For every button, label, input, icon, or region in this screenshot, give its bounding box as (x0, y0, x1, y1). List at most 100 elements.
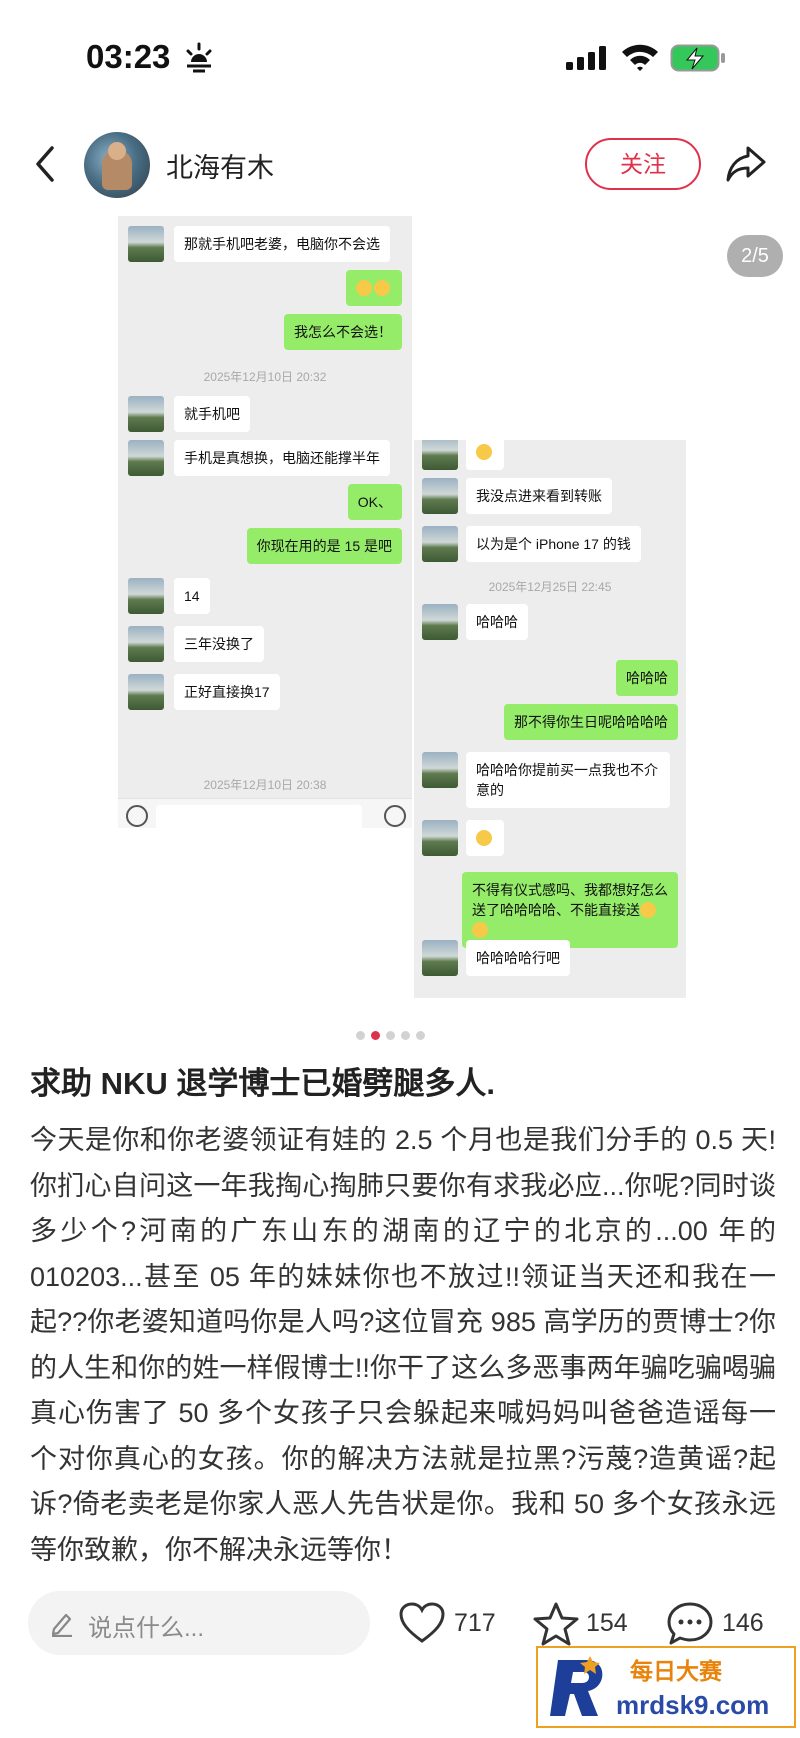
emoji-icon (476, 444, 492, 460)
carousel-dot (401, 1031, 410, 1040)
emoji-icon (476, 830, 492, 846)
chat-message: 那就手机吧老婆，电脑你不会选 (118, 226, 412, 266)
contact-avatar (128, 578, 164, 614)
chat-message: 那不得你生日呢哈哈哈哈 (414, 704, 686, 744)
chat-timestamp: 2025年12月10日 20:38 (203, 778, 327, 792)
contact-avatar (422, 478, 458, 514)
comment-button[interactable]: 146 (666, 1595, 786, 1651)
chat-message: 我没点进来看到转账 (414, 478, 686, 518)
back-arrow-icon[interactable] (28, 142, 64, 186)
message-bubble-in: 哈哈哈 (466, 604, 528, 640)
chat-message: 三年没换了 (118, 626, 412, 666)
carousel-dot-active (371, 1031, 380, 1040)
contact-avatar (128, 396, 164, 432)
contact-avatar (422, 526, 458, 562)
comment-count: 146 (722, 1609, 764, 1637)
message-bubble-out: 那不得你生日呢哈哈哈哈 (504, 704, 678, 740)
chat-message: 我怎么不会选！ (118, 314, 412, 354)
chat-screenshot-1: 那就手机吧老婆，电脑你不会选 我怎么不会选！ 2025年12月10日 20:32… (118, 216, 412, 828)
emoji-icon (384, 805, 406, 827)
heart-icon (399, 1602, 445, 1643)
chat-message (414, 820, 686, 860)
message-bubble-out: OK、 (347, 484, 402, 520)
message-bubble-out: 我怎么不会选！ (284, 314, 402, 350)
message-bubble-in: 正好直接换17 (174, 674, 280, 710)
author-name[interactable]: 北海有木 (166, 153, 274, 183)
contact-avatar (422, 752, 458, 788)
chat-message: 就手机吧 (118, 396, 412, 436)
contact-avatar (422, 604, 458, 640)
r-logo-icon (550, 1656, 603, 1716)
comment-input[interactable]: 说点什么... (28, 1591, 370, 1655)
comment-placeholder: 说点什么... (88, 1615, 205, 1642)
like-count: 717 (454, 1609, 496, 1637)
message-bubble-in (466, 440, 504, 470)
watermark-line1: 每日大赛 (630, 1658, 722, 1684)
status-bar: 03:23 (0, 0, 800, 110)
avatar-head (108, 142, 126, 160)
chat-timestamp: 2025年12月25日 22:45 (488, 580, 612, 594)
post-title: 求助 NKU 退学博士已婚劈腿多人. (30, 1066, 495, 1101)
emoji-icon (640, 902, 656, 918)
follow-button[interactable]: 关注 (585, 138, 701, 190)
message-bubble-in: 以为是个 iPhone 17 的钱 (466, 526, 641, 562)
carousel-dot (356, 1031, 365, 1040)
favorite-button[interactable]: 154 (532, 1595, 642, 1651)
grin-emoji-icon (374, 280, 390, 296)
battery-charging-icon (670, 44, 725, 72)
favorite-count: 154 (586, 1609, 628, 1637)
chat-input-bar (118, 798, 412, 828)
wifi-icon (622, 44, 658, 71)
chat-message: 哈哈哈哈行吧 (414, 940, 686, 980)
author-avatar[interactable] (84, 132, 150, 198)
chat-message (118, 270, 412, 310)
sunrise-icon (186, 42, 212, 73)
chat-timestamp: 2025年12月10日 20:32 (203, 370, 327, 384)
message-bubble-out: 不得有仪式感吗、我都想好怎么送了哈哈哈哈、不能直接送 (462, 872, 678, 948)
chat-message: 正好直接换17 (118, 674, 412, 714)
chat-message: 不得有仪式感吗、我都想好怎么送了哈哈哈哈、不能直接送 (414, 872, 686, 948)
share-icon[interactable] (724, 142, 768, 186)
contact-avatar (422, 440, 458, 470)
post-image-carousel[interactable]: 2/5 那就手机吧老婆，电脑你不会选 我怎么不会选！ 2025年12月10日 2… (0, 210, 800, 1020)
message-bubble-in (466, 820, 504, 856)
contact-avatar (422, 820, 458, 856)
chat-screenshot-2: 我没点进来看到转账 以为是个 iPhone 17 的钱 2025年12月25日 … (414, 440, 686, 998)
cellular-signal-icon (566, 46, 606, 70)
chat-message: 哈哈哈 (414, 604, 686, 644)
message-bubble-in: 就手机吧 (174, 396, 250, 432)
like-button[interactable]: 717 (398, 1595, 508, 1651)
contact-avatar (128, 626, 164, 662)
emoji-icon (472, 922, 488, 938)
grin-emoji-icon (356, 280, 372, 296)
star-icon (533, 1602, 579, 1646)
message-bubble-out (346, 270, 402, 306)
message-bubble-in: 手机是真想换，电脑还能撑半年 (174, 440, 390, 476)
carousel-dot (386, 1031, 395, 1040)
chat-message: OK、 (118, 484, 412, 524)
chat-message: 手机是真想换，电脑还能撑半年 (118, 440, 412, 480)
message-bubble-out: 你现在用的是 15 是吧 (246, 528, 402, 564)
contact-avatar (422, 940, 458, 976)
image-counter: 2/5 (727, 235, 783, 277)
chat-message (414, 440, 686, 474)
status-time: 03:23 (86, 38, 171, 75)
message-bubble-in: 三年没换了 (174, 626, 264, 662)
chat-message: 以为是个 iPhone 17 的钱 (414, 526, 686, 566)
contact-avatar (128, 226, 164, 262)
message-bubble-in: 哈哈哈你提前买一点我也不介意的 (466, 752, 670, 808)
chat-message: 哈哈哈 (414, 660, 686, 700)
voice-icon (126, 805, 148, 827)
watermark-logo: 每日大赛 mrdsk9.com (536, 1646, 796, 1728)
chat-message: 14 (118, 578, 412, 618)
message-text: 不得有仪式感吗、我都想好怎么送了哈哈哈哈、不能直接送 (472, 882, 668, 918)
comment-bubble-icon (667, 1602, 713, 1645)
chat-message: 你现在用的是 15 是吧 (118, 528, 412, 568)
contact-avatar (128, 674, 164, 710)
watermark-line2: mrdsk9.com (616, 1690, 770, 1720)
carousel-indicator (356, 1031, 456, 1043)
message-bubble-in: 14 (174, 578, 210, 614)
post-header: 北海有木 关注 (0, 120, 800, 210)
chat-input-field (156, 805, 362, 828)
chat-message: 哈哈哈你提前买一点我也不介意的 (414, 752, 686, 808)
